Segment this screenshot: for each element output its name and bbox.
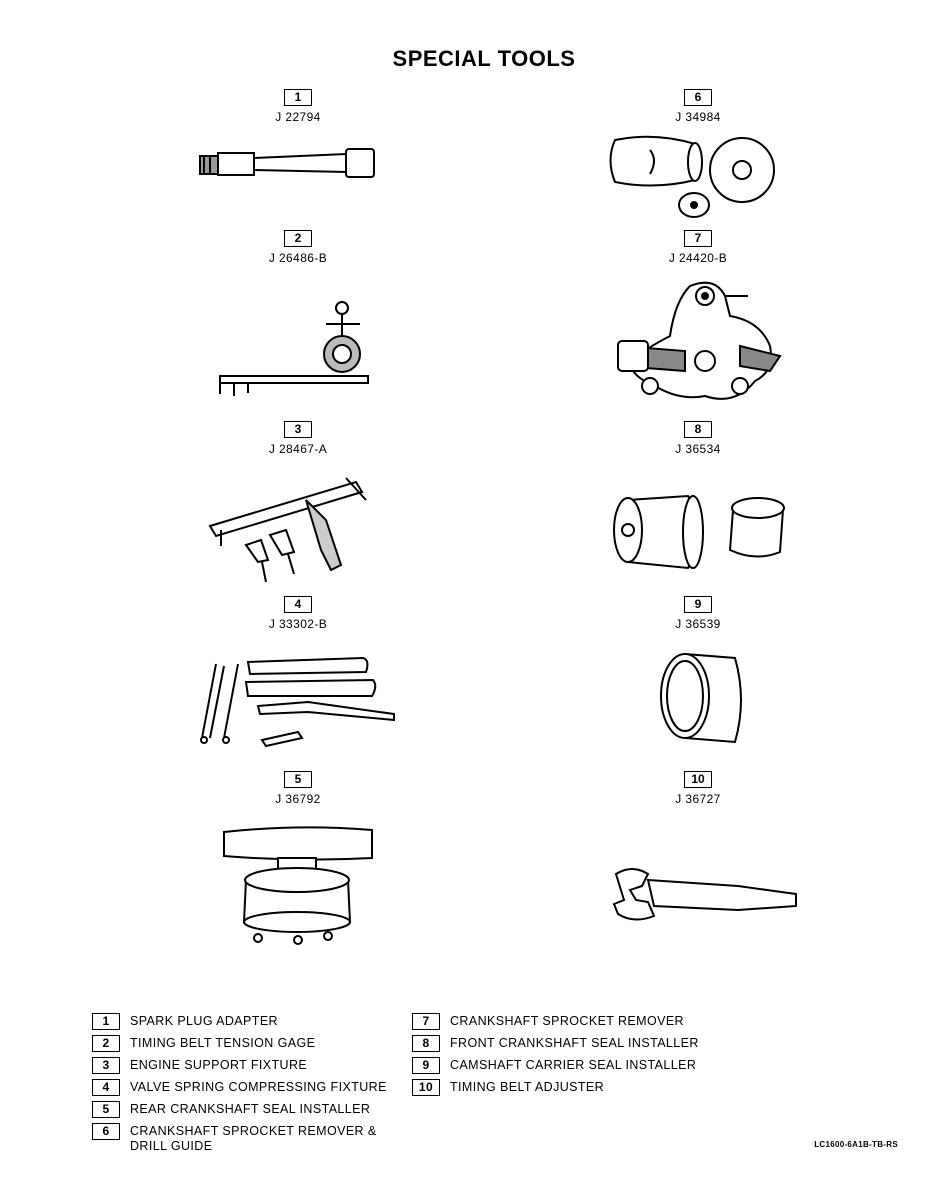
tool-number-box: 4: [284, 596, 312, 613]
tool-number-box: 8: [684, 421, 712, 438]
tool-10-label: 10 J 36727: [548, 770, 848, 806]
tool-number-box: 5: [284, 771, 312, 788]
tool-6-label: 6 J 34984: [548, 88, 848, 124]
legend-number-box: 8: [412, 1035, 440, 1052]
legend-number-box: 4: [92, 1079, 120, 1096]
tool-1-label: 1 J 22794: [148, 88, 448, 124]
rear-seal-installer-illustration: [223, 826, 373, 945]
legend-text: CRANKSHAFT SPROCKET REMOVER: [450, 1014, 684, 1028]
tool-code: J 36727: [675, 792, 721, 806]
legend-number-box: 1: [92, 1013, 120, 1030]
tool-code: J 36792: [275, 792, 321, 806]
legend-number-box: 7: [412, 1013, 440, 1030]
tool-number-box: 1: [284, 89, 312, 106]
tool-2-label: 2 J 26486-B: [148, 229, 448, 265]
tool-number-box: 3: [284, 421, 312, 438]
legend-number-box: 9: [412, 1057, 440, 1074]
valve-spring-fixture-illustration: [200, 656, 395, 748]
tool-code: J 22794: [275, 110, 321, 124]
tool-code: J 33302-B: [268, 617, 328, 631]
page-title: SPECIAL TOOLS: [392, 46, 576, 71]
tool-number-box: 2: [284, 230, 312, 247]
sprocket-remover-illustration: [617, 281, 782, 400]
tool-code: J 36534: [675, 442, 721, 456]
camshaft-seal-installer-illustration: [660, 652, 742, 744]
legend-text: DRILL GUIDE: [130, 1139, 213, 1153]
legend-number-box: 10: [412, 1079, 440, 1096]
tool-8-label: 8 J 36534: [548, 420, 848, 456]
tool-code: J 36539: [675, 617, 721, 631]
tool-number-box: 6: [684, 89, 712, 106]
tool-number-box: 7: [684, 230, 712, 247]
legend-text: REAR CRANKSHAFT SEAL INSTALLER: [130, 1102, 371, 1116]
tool-number-box: 9: [684, 596, 712, 613]
tool-9-label: 9 J 36539: [548, 595, 848, 631]
legend-text: VALVE SPRING COMPRESSING FIXTURE: [130, 1080, 387, 1094]
legend-text: TIMING BELT ADJUSTER: [450, 1080, 605, 1094]
tool-code: J 34984: [675, 110, 721, 124]
legend-text: FRONT CRANKSHAFT SEAL INSTALLER: [450, 1036, 699, 1050]
timing-belt-adjuster-illustration: [612, 868, 797, 921]
legend-number-box: 3: [92, 1057, 120, 1074]
legend-text: SPARK PLUG ADAPTER: [130, 1014, 278, 1028]
tool-code: J 28467-A: [268, 442, 328, 456]
tension-gage-illustration: [219, 301, 369, 396]
spark-plug-adapter-illustration: [199, 148, 375, 178]
front-seal-installer-illustration: [613, 494, 785, 570]
tool-7-label: 7 J 24420-B: [548, 229, 848, 265]
engine-support-fixture-illustration: [208, 477, 367, 583]
tool-code: J 26486-B: [268, 251, 328, 265]
tool-number-box: 10: [684, 771, 712, 788]
tool-4-label: 4 J 33302-B: [148, 595, 448, 631]
legend-number-box: 5: [92, 1101, 120, 1118]
legend-text: ENGINE SUPPORT FIXTURE: [130, 1058, 308, 1072]
legend-text: CRANKSHAFT SPROCKET REMOVER &: [130, 1124, 377, 1138]
tool-code: J 24420-B: [668, 251, 728, 265]
legend-text: TIMING BELT TENSION GAGE: [130, 1036, 316, 1050]
sprocket-remover-drill-guide-illustration: [609, 135, 775, 218]
figure-reference-code: LC1600-6A1B-TB-RS: [814, 1140, 898, 1149]
legend-number-box: 2: [92, 1035, 120, 1052]
tool-5-label: 5 J 36792: [148, 770, 448, 806]
tool-3-label: 3 J 28467-A: [148, 420, 448, 456]
legend-number-box: 6: [92, 1123, 120, 1140]
legend-text: CAMSHAFT CARRIER SEAL INSTALLER: [450, 1058, 697, 1072]
